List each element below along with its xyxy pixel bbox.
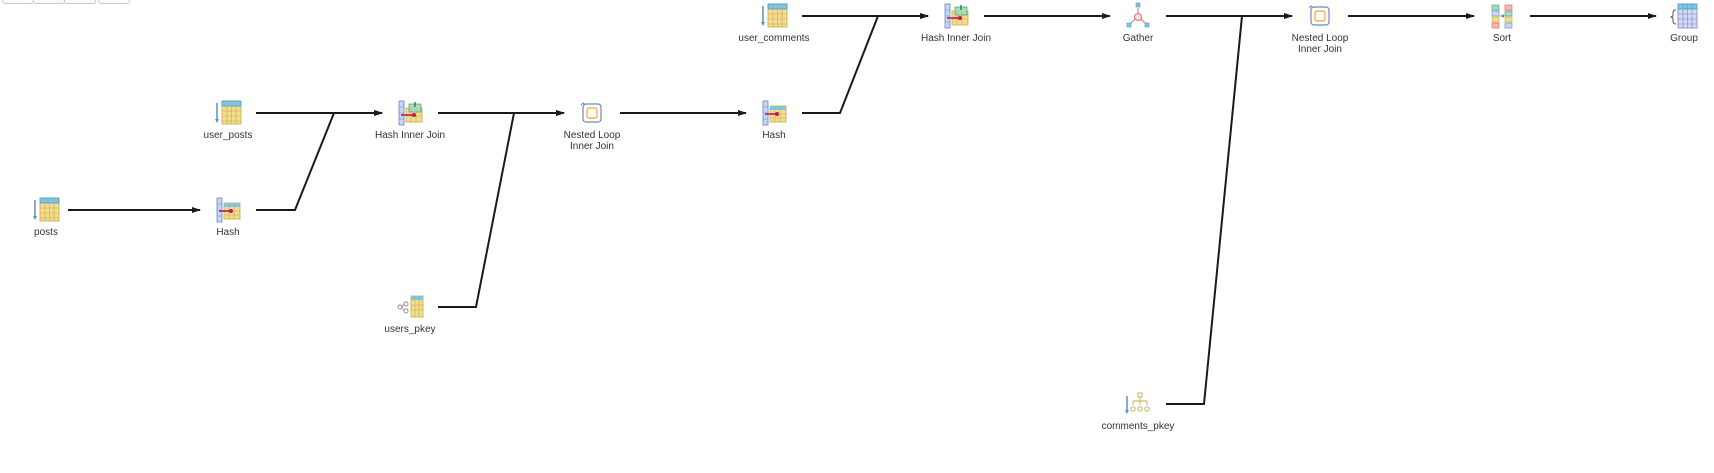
node-comments-pkey[interactable]: comments_pkey — [1078, 390, 1198, 432]
node-label: Nested Loop Inner Join — [1291, 33, 1349, 55]
node-label: Hash Inner Join — [920, 33, 992, 44]
node-hash-inner-join-2[interactable]: Hash Inner Join — [896, 2, 1016, 44]
node-label: users_pkey — [384, 324, 436, 335]
node-group[interactable]: Group — [1624, 2, 1714, 44]
edge-userspkey-nestedloop1 — [438, 110, 565, 308]
node-user-comments[interactable]: user_comments — [714, 2, 834, 44]
node-user-posts[interactable]: user_posts — [168, 99, 288, 141]
node-sort[interactable]: Sort — [1442, 2, 1562, 44]
toolbar-button-4[interactable] — [98, 0, 130, 4]
node-label: Sort — [1492, 33, 1512, 44]
node-label: posts — [34, 227, 58, 238]
table-scan-icon — [761, 3, 788, 28]
toolbar-button-3[interactable] — [64, 0, 96, 4]
nested-loop-icon — [580, 102, 602, 123]
node-label: Group — [1670, 33, 1698, 44]
index-scan-icon — [397, 295, 424, 318]
node-label: user_posts — [203, 130, 253, 141]
node-posts[interactable]: posts — [0, 196, 106, 238]
node-users-pkey[interactable]: users_pkey — [350, 293, 470, 335]
node-label: Hash Inner Join — [374, 130, 446, 141]
nested-loop-icon — [1308, 5, 1330, 26]
hash-join-icon — [944, 3, 969, 29]
node-label: Gather — [1122, 33, 1154, 44]
table-scan-icon — [215, 100, 242, 125]
edge-commentspkey-nestedloop2 — [1166, 13, 1293, 405]
hash-join-icon — [398, 100, 423, 126]
sort-icon — [1491, 4, 1513, 29]
node-hash-1[interactable]: Hash — [168, 196, 288, 238]
node-label: user_comments — [738, 33, 810, 44]
node-label: comments_pkey — [1101, 421, 1175, 432]
node-nested-loop-inner-join-2[interactable]: Nested Loop Inner Join — [1260, 2, 1380, 55]
group-icon — [1670, 3, 1698, 29]
index-scan-icon — [1125, 392, 1150, 414]
node-label: Nested Loop Inner Join — [563, 130, 621, 152]
node-label: Hash — [216, 227, 240, 238]
gather-icon — [1126, 2, 1150, 28]
node-nested-loop-inner-join-1[interactable]: Nested Loop Inner Join — [532, 99, 652, 152]
node-hash-2[interactable]: Hash — [714, 99, 834, 141]
hash-icon — [762, 100, 787, 126]
node-gather[interactable]: Gather — [1078, 2, 1198, 44]
node-hash-inner-join-1[interactable]: Hash Inner Join — [350, 99, 470, 141]
hash-icon — [216, 197, 241, 223]
node-label: Hash — [762, 130, 786, 141]
table-scan-icon — [33, 197, 60, 222]
